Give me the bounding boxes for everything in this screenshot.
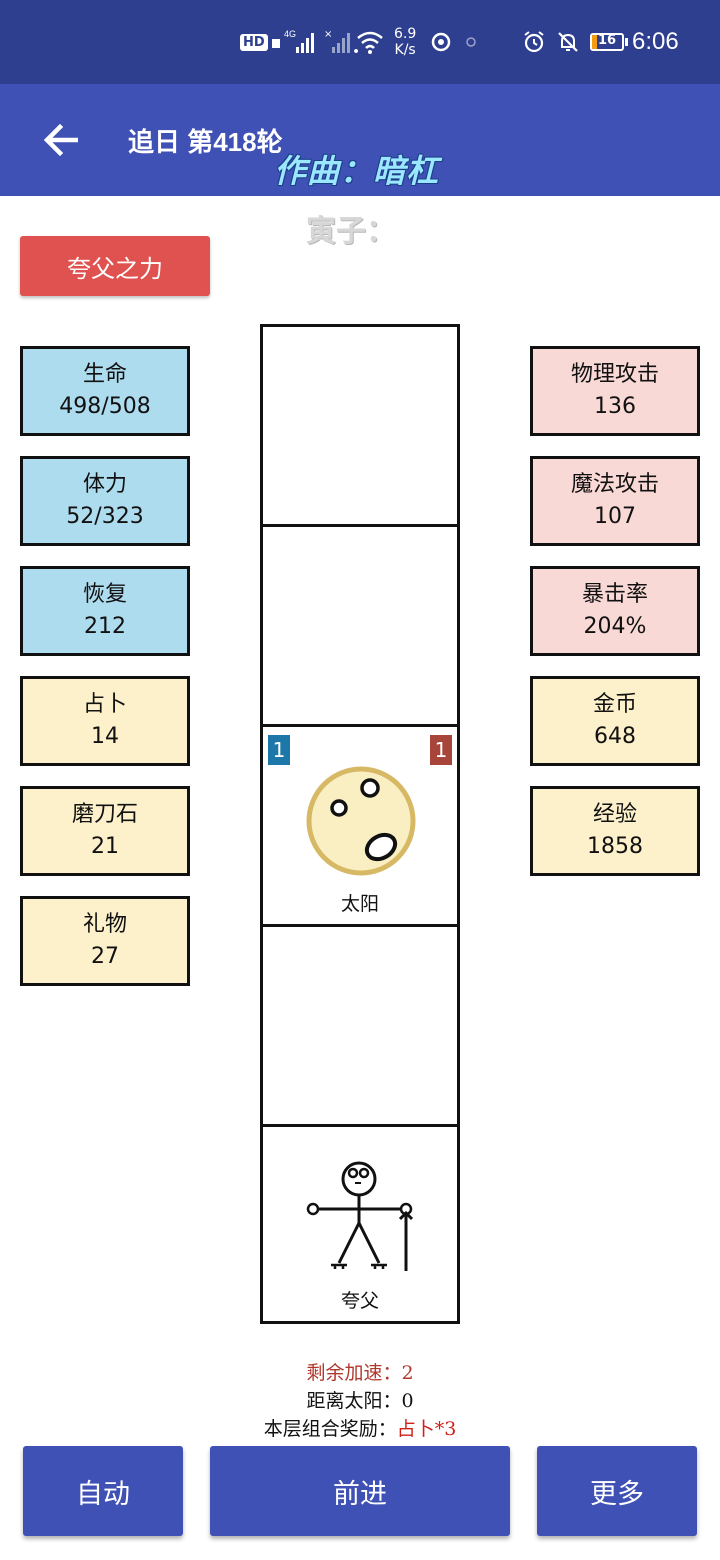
stat-value: 21 <box>91 834 119 859</box>
stat-physical-attack: 物理攻击 136 <box>530 346 700 436</box>
hd-label: HD <box>240 33 268 51</box>
floor-combo-reward: 本层组合奖励：占卜*3 <box>0 1414 720 1441</box>
back-arrow-icon[interactable] <box>36 112 84 168</box>
stat-value: 52/323 <box>66 504 144 529</box>
tower-cell-empty <box>263 527 457 727</box>
sun-count-badge: 1 <box>430 735 452 765</box>
status-bar: HD 4G × 6.9 K/s <box>0 0 720 84</box>
player-label: 夸父 <box>340 1290 379 1312</box>
lyric-overlay: 寅子： <box>306 214 396 249</box>
forward-button[interactable]: 前进 <box>210 1446 510 1536</box>
speed-unit: K/s <box>394 42 416 58</box>
hotspot-icon <box>430 0 452 84</box>
stat-recovery: 恢复 212 <box>20 566 190 656</box>
stat-label: 礼物 <box>82 912 127 937</box>
distance-value: 0 <box>401 1390 414 1412</box>
stat-value: 136 <box>594 394 636 419</box>
tower-cell-sun[interactable]: 1 1 太阳 <box>263 727 457 927</box>
stat-label: 占卜 <box>82 692 127 717</box>
stat-value: 1858 <box>587 834 643 859</box>
stat-gold: 金币 648 <box>530 676 700 766</box>
boost-value: 2 <box>401 1362 414 1384</box>
stat-value: 27 <box>91 944 119 969</box>
stat-gift: 礼物 27 <box>20 896 190 986</box>
status-right-icons: 16 <box>522 0 628 84</box>
network-speed: 6.9 K/s <box>394 0 416 84</box>
kuafu-figure-icon <box>306 1161 414 1271</box>
boost-label: 剩余加速： <box>306 1362 402 1384</box>
page-title: 追日 第418轮 <box>128 127 283 157</box>
stat-magic-attack: 魔法攻击 107 <box>530 456 700 546</box>
stat-value: 204% <box>583 614 647 639</box>
signal-icon: 4G × <box>284 0 364 84</box>
stat-value: 212 <box>84 614 126 639</box>
stat-value: 498/508 <box>59 394 151 419</box>
distance-to-sun: 距离太阳：0 <box>0 1386 720 1413</box>
sun-label: 太阳 <box>340 893 379 915</box>
distance-label: 距离太阳： <box>306 1390 402 1412</box>
app-bar: 追日 第418轮 作曲：暗杠 <box>0 84 720 196</box>
stat-crit-rate: 暴击率 204% <box>530 566 700 656</box>
network-label: 4G <box>284 29 296 39</box>
stat-label: 暴击率 <box>581 582 648 607</box>
kuafu-power-button[interactable]: 夸父之力 <box>20 236 210 296</box>
stat-value: 648 <box>594 724 636 749</box>
speed-value: 6.9 <box>394 26 417 42</box>
sync-icon <box>464 0 478 84</box>
tower-cell-empty <box>263 927 457 1127</box>
clock: 6:06 <box>632 28 679 55</box>
composer-overlay: 作曲：暗杠 <box>274 152 440 190</box>
no-signal-icon: × <box>324 29 332 40</box>
stat-label: 磨刀石 <box>71 802 138 827</box>
wifi-icon <box>356 0 384 84</box>
reward-value: 占卜*3 <box>396 1418 457 1440</box>
stat-divination: 占卜 14 <box>20 676 190 766</box>
stat-label: 恢复 <box>82 582 127 607</box>
stat-label: 体力 <box>82 472 127 497</box>
battery-level: 16 <box>597 33 617 48</box>
sun-level-badge: 1 <box>268 735 290 765</box>
stat-experience: 经验 1858 <box>530 786 700 876</box>
stat-label: 经验 <box>592 802 637 827</box>
alarm-icon <box>524 31 544 53</box>
mute-icon <box>558 32 578 52</box>
sun-icon <box>306 766 416 876</box>
stat-label: 魔法攻击 <box>570 472 659 497</box>
stat-label: 金币 <box>592 692 637 717</box>
stat-label: 生命 <box>82 362 127 387</box>
more-button[interactable]: 更多 <box>537 1446 697 1536</box>
stat-whetstone: 磨刀石 21 <box>20 786 190 876</box>
boost-remaining: 剩余加速：2 <box>0 1358 720 1385</box>
stat-stamina: 体力 52/323 <box>20 456 190 546</box>
reward-label: 本层组合奖励： <box>263 1418 397 1440</box>
stat-label: 物理攻击 <box>570 362 659 387</box>
tower-cell-player[interactable]: 夸父 <box>263 1127 457 1321</box>
hd-icon: HD <box>240 0 281 84</box>
stat-value: 107 <box>594 504 636 529</box>
stat-hp: 生命 498/508 <box>20 346 190 436</box>
auto-button[interactable]: 自动 <box>23 1446 183 1536</box>
tower-grid: 1 1 太阳 夸父 <box>260 324 460 1324</box>
stat-value: 14 <box>91 724 119 749</box>
tower-cell-empty <box>263 327 457 527</box>
battery-icon: 16 <box>590 33 628 51</box>
